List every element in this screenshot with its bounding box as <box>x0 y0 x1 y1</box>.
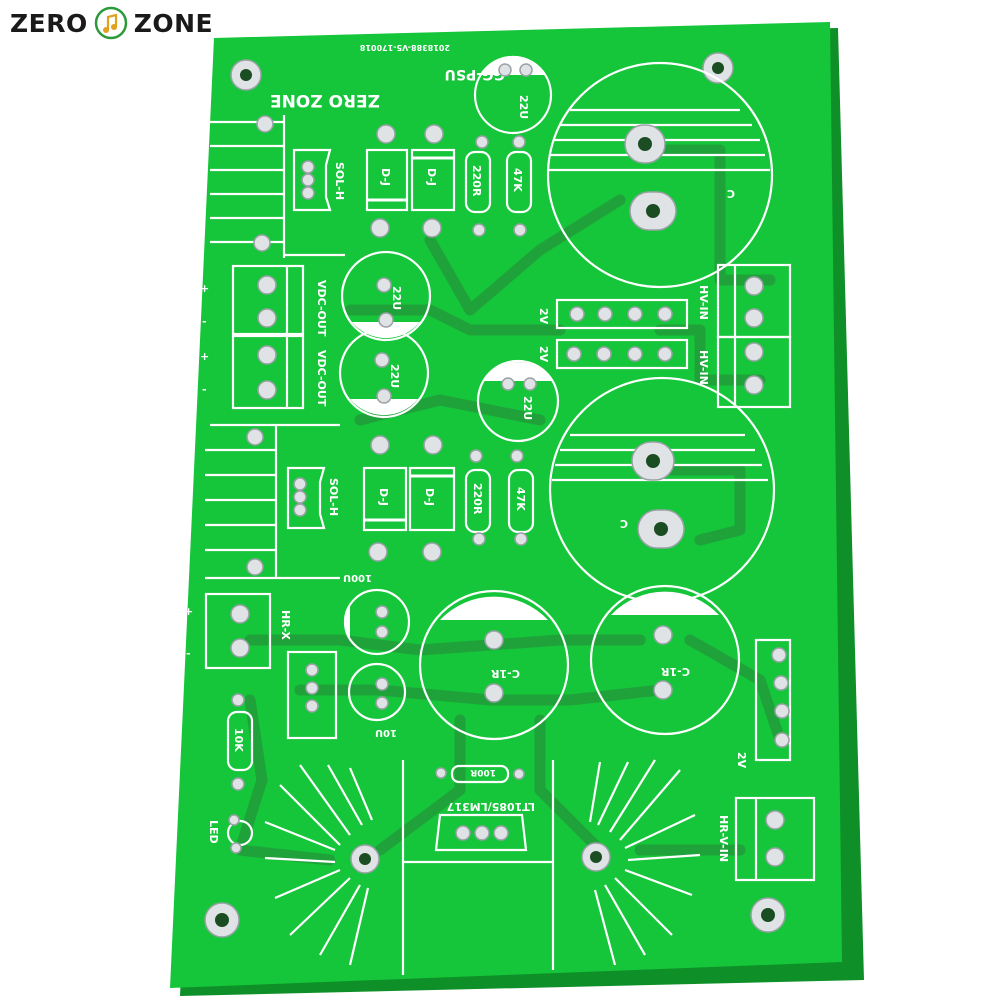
heatsink-outline-mid <box>205 423 340 580</box>
hr-x-label: HR-X <box>279 610 292 640</box>
minus-label: - <box>202 383 207 396</box>
resistor-label: 10K <box>232 728 245 752</box>
vdc-out-terminals: VDC-OUT VDC-OUT + - + - <box>200 264 328 410</box>
resistor-label: 47K <box>511 168 524 192</box>
resistor-label: 220R <box>471 483 484 515</box>
connector-2v-right: 2V <box>735 638 792 769</box>
capacitor-100u: 100U <box>343 572 411 656</box>
resistor-label: 47K <box>514 487 527 511</box>
reg-mid-label: SOL-H <box>327 478 340 516</box>
resistor-label: 220R <box>470 165 483 197</box>
resistors-mid: 220R 47K <box>464 449 535 546</box>
hr-v-in-terminal: HR-V-IN <box>717 796 816 882</box>
capacitor-large-bottom: C <box>548 376 776 604</box>
regulator-x <box>286 650 338 740</box>
capacitor-large-top: C <box>546 61 774 289</box>
led: LED <box>207 814 254 854</box>
resistors-top: 220R 47K <box>464 135 533 237</box>
regulator-top: SOL-H <box>292 148 346 212</box>
cap-label: 22U <box>517 95 530 119</box>
heatsink-outline-top <box>210 115 345 258</box>
heatsink-outline-bottom <box>264 759 701 975</box>
capacitor-c1r-left: C-1R <box>418 589 570 741</box>
regulator-mid: SOL-H <box>286 466 340 530</box>
led-label: LED <box>207 820 220 844</box>
plus-label: + <box>200 350 209 363</box>
minus-label: - <box>202 315 207 328</box>
capacitor-c1r-right: C-1R <box>589 584 741 736</box>
hr-v-in-label: HR-V-IN <box>717 815 730 862</box>
capacitor-small-22u-1: 22U <box>473 55 553 135</box>
diodes-top: D-J D-J <box>365 124 456 238</box>
board-maker: ZERO ZONE <box>270 90 380 110</box>
diode-label: D-J <box>425 168 438 186</box>
cap-label: C <box>620 517 628 530</box>
board-serial: 2018388-V5-170018 <box>359 43 450 52</box>
vdc-out-label: VDC-OUT <box>315 350 328 407</box>
capacitor-small-22u-3: 22U <box>338 327 430 419</box>
conn-2v-label: 2V <box>735 752 748 769</box>
cap-label: C <box>727 187 735 200</box>
connector-2v-upper: 2V <box>537 298 689 330</box>
resistor-label: 100R <box>470 767 496 777</box>
regulator-main: LT1085/LM317 <box>434 800 535 852</box>
brand-header: ZERO ZONE <box>10 4 213 42</box>
connector-2v-lower: 2V <box>537 338 689 370</box>
hr-x-terminal: HR-X + - <box>184 592 292 670</box>
diodes-mid: D-J D-J <box>362 435 456 562</box>
resistor-10k: 10K <box>226 693 254 791</box>
vdc-out-label: VDC-OUT <box>315 280 328 337</box>
cap-label: 10U <box>375 727 397 738</box>
capacitor-small-22u-4: 22U <box>476 359 560 443</box>
resistor-100r: 100R <box>435 764 525 784</box>
ac-in-label: HV-IN <box>697 285 710 320</box>
diode-label: D-J <box>423 488 436 506</box>
music-note-circle-icon <box>94 6 127 40</box>
conn-2v-label: 2V <box>537 308 550 325</box>
minus-label: - <box>186 647 191 660</box>
plus-label: + <box>200 282 209 295</box>
ac-in-terminals: HV-IN HV-IN <box>697 263 792 409</box>
cap-label: C-1R <box>660 665 690 678</box>
cap-label: 22U <box>390 286 403 310</box>
diode-label: D-J <box>379 168 392 186</box>
mounting-holes <box>204 52 786 938</box>
board-surface <box>170 22 842 988</box>
diode-label: D-J <box>377 488 390 506</box>
plus-label: + <box>184 605 193 618</box>
cap-label: C-1R <box>490 667 520 680</box>
reg-top-label: SOL-H <box>333 162 346 200</box>
reg-main-label: LT1085/LM317 <box>447 800 535 813</box>
cap-label: 22U <box>521 396 534 420</box>
ac-in-label: HV-IN <box>697 350 710 385</box>
brand-right-word: ZONE <box>133 8 214 38</box>
cap-label: 22U <box>388 364 401 388</box>
conn-2v-label: 2V <box>537 346 550 363</box>
cap-label: 100U <box>343 572 372 583</box>
brand-left-word: ZERO <box>10 8 88 38</box>
capacitor-10u: 10U <box>347 662 407 738</box>
